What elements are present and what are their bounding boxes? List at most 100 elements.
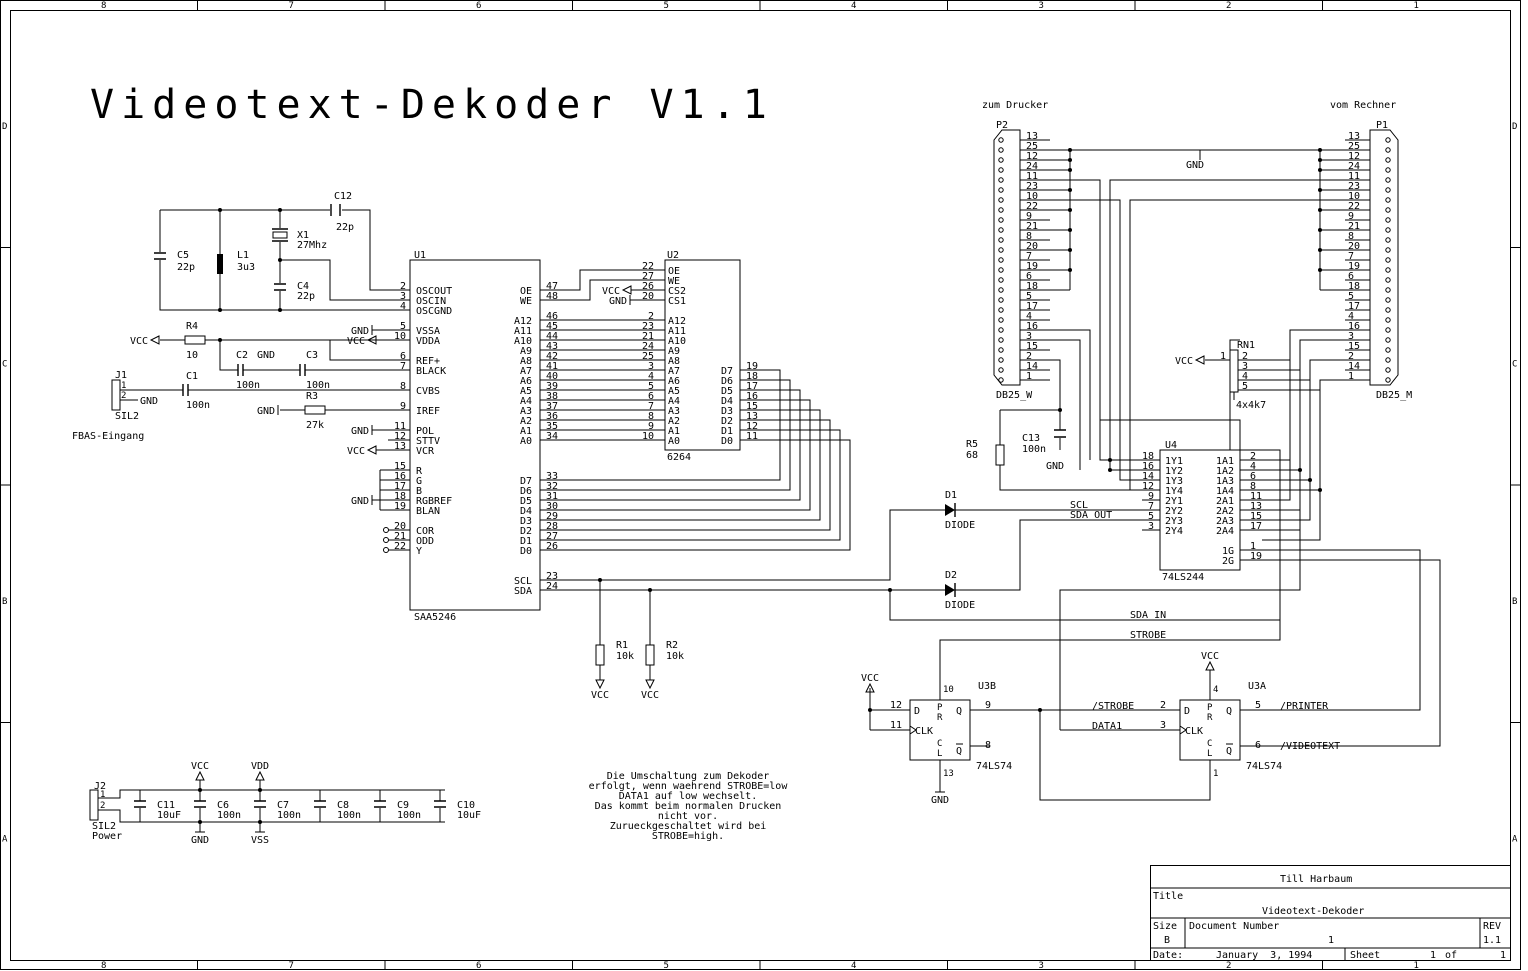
gnd-symbol: GND (191, 835, 209, 846)
net-sda-in: SDA_IN (1130, 610, 1166, 621)
u1-pin-number: 8 (400, 381, 406, 392)
rn1-pin-number: 1 (1220, 351, 1226, 362)
p2-pin-number: 11 (1026, 171, 1038, 182)
r2-value: 10k (666, 651, 684, 662)
p1-pin-number: 21 (1348, 221, 1360, 232)
ff-pin-q: Q (1226, 706, 1232, 717)
u3a-ref: U3A (1248, 681, 1266, 692)
r5-value: 68 (966, 450, 978, 461)
u2-pin-name: A2 (668, 416, 680, 427)
c11-ref: C11 (157, 800, 175, 811)
x1-ref: X1 (297, 230, 309, 241)
u2-pin-number: 24 (642, 341, 654, 352)
p2-pin-number: 6 (1026, 271, 1032, 282)
p2-pin-number: 9 (1026, 211, 1032, 222)
j2-pin2: 2 (100, 801, 105, 811)
ff-pin-clk: CLK (915, 726, 933, 737)
u1-pin-name: A1 (520, 426, 532, 437)
note-line: Zurueckgeschaltet wird bei (610, 821, 767, 832)
p1-pin-number: 24 (1348, 161, 1360, 172)
note-line: DATA1 auf low wechselt. (619, 791, 757, 802)
u1-pin-name: A4 (520, 396, 532, 407)
r2-ref: R2 (666, 640, 678, 651)
ff-pin-number: 5 (1255, 700, 1261, 711)
c4-ref: C4 (297, 281, 309, 292)
u1-pin-number: 28 (546, 521, 558, 532)
p1-pin-number: 25 (1348, 141, 1360, 152)
u3b-ref: U3B (978, 681, 996, 692)
u1-pin-name: A0 (520, 436, 532, 447)
tb-date-label: Date: (1153, 950, 1183, 961)
u1-pin-name: D6 (520, 486, 532, 497)
net-strobe: STROBE (1130, 630, 1166, 641)
note-line: nicht vor. (658, 811, 718, 822)
u2-pin-name: A8 (668, 356, 680, 367)
u1-pin-name: SDA (514, 586, 532, 597)
u1-pin-name: WE (520, 296, 532, 307)
p1-pin-number: 20 (1348, 241, 1360, 252)
frame-row-letter-left: B (2, 597, 7, 607)
tb-rev: 1.1 (1483, 935, 1501, 946)
u1-pin-number: 42 (546, 351, 558, 362)
c5-value: 22p (177, 262, 195, 273)
u1-pin-number: 24 (546, 581, 558, 592)
u1-pin-name: RGBREF (416, 496, 452, 507)
u2-pin-number: 18 (746, 371, 758, 382)
u1-pin-number: 41 (546, 361, 558, 372)
u4-pin-name: 1Y1 (1165, 456, 1183, 467)
u2-pin-number: 19 (746, 361, 758, 372)
u1-pin-name: BLACK (416, 366, 446, 377)
vcc-symbol: VCC (591, 690, 609, 701)
u1-pin-name: D7 (520, 476, 532, 487)
p1-pin-number: 18 (1348, 281, 1360, 292)
u1-pin-number: 17 (394, 481, 406, 492)
u4-pin-number: 2 (1250, 451, 1256, 462)
u4-pin-name: 2Y2 (1165, 506, 1183, 517)
u2-pin-name: D2 (721, 416, 733, 427)
c7-ref: C7 (277, 800, 289, 811)
u1-pin-name: A7 (520, 366, 532, 377)
ff-pin-number: 2 (1160, 700, 1166, 711)
u2-pin-name: D6 (721, 376, 733, 387)
vcc-symbol: VCC (1201, 651, 1219, 662)
c1-ref: C1 (186, 371, 198, 382)
p2-pin-number: 1 (1026, 371, 1032, 382)
u4-pin-number: 19 (1250, 551, 1262, 562)
net-videotext: /VIDEOTEXT (1280, 741, 1340, 752)
vdd-symbol: VDD (251, 761, 269, 772)
j2-pin1: 1 (100, 790, 105, 800)
u1-pin-name: IREF (416, 406, 440, 417)
u2-pin-number: 7 (648, 401, 654, 412)
tb-rev-label: REV (1483, 921, 1501, 932)
u1-pin-number: 7 (400, 361, 406, 372)
tb-date: January 3, 1994 (1216, 950, 1312, 961)
p1-pin-number: 16 (1348, 321, 1360, 332)
tb-docnum: 1 (1328, 935, 1334, 946)
p2-type: DB25_W (996, 390, 1033, 401)
i2c-section (563, 339, 1281, 680)
u2-pin-number: 16 (746, 391, 758, 402)
u2-pin-name: D7 (721, 366, 733, 377)
frame-col-number-top: 3 (1039, 1, 1044, 11)
frame-row-letter-right: A (1512, 834, 1518, 844)
u4-pin-name: 2A1 (1216, 496, 1234, 507)
frame-row-letter-right: B (1512, 597, 1517, 607)
u4-part: 74LS244 (1162, 572, 1204, 583)
j1-pin1: 1 (121, 381, 126, 391)
u1-pin-name: OSCGND (416, 306, 452, 317)
p1-pin-number: 17 (1348, 301, 1360, 312)
u1-pin-name: A3 (520, 406, 532, 417)
p2-ref: P2 (996, 120, 1008, 131)
frame-row-letter-left: C (2, 359, 7, 369)
u2-pin-number: 23 (642, 321, 654, 332)
ff-pin-number: 6 (1255, 740, 1261, 751)
u2-pin-number: 5 (648, 381, 654, 392)
u1-pin-name: A5 (520, 386, 532, 397)
d1-value: DIODE (945, 520, 975, 531)
j2-value: SIL2 (92, 821, 116, 832)
u2-pin-name: A9 (668, 346, 680, 357)
u2-pin-name: D5 (721, 386, 733, 397)
